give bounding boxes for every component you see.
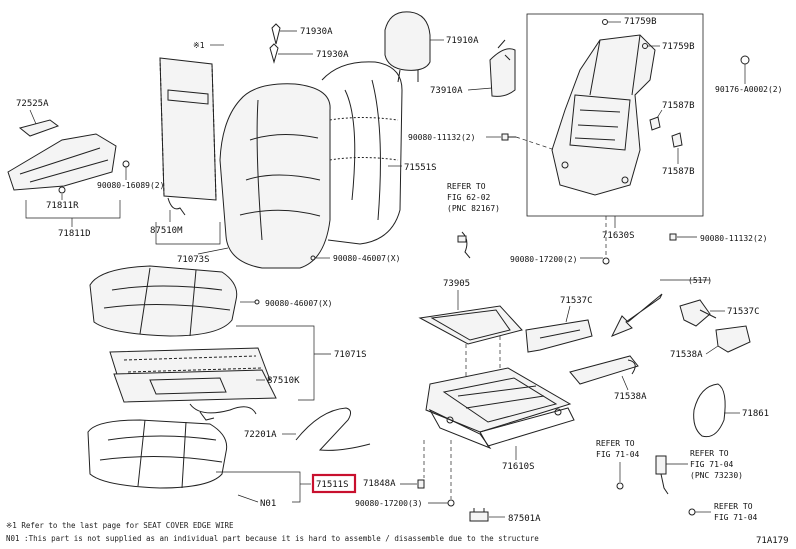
label-73905[interactable]: 73905: [443, 279, 470, 289]
leader-71811d-bracket: [25, 200, 121, 219]
detail-arrow-icon: [610, 293, 663, 337]
seat-cushion-cover-71071s-drawing[interactable]: [89, 265, 238, 337]
recliner-cover-71811-drawing[interactable]: [7, 133, 117, 194]
seat-side-cover-71538a-drawing[interactable]: [569, 355, 639, 385]
label-71861[interactable]: 71861: [742, 409, 769, 419]
seatback-cover-71073s-drawing[interactable]: [219, 83, 331, 269]
label-n01[interactable]: N01: [260, 499, 276, 509]
figure-code: 71A179: [756, 536, 789, 546]
seatback-frame-drawing[interactable]: [551, 34, 656, 196]
footnote-1: ※1 Refer to the last page for SEAT COVER…: [6, 521, 234, 530]
refer-62-02-line1[interactable]: REFER TO: [447, 182, 486, 191]
hog-ring-b-icon: [254, 299, 260, 305]
footnote-2: N01 :This part is not supplied as an ind…: [6, 534, 539, 543]
clip-71759b-drawing: [602, 19, 648, 49]
clip-71848a-drawing: [417, 479, 425, 489]
label-71811d[interactable]: 71811D: [58, 229, 91, 239]
refer-71-04-b-line3[interactable]: (PNC 73230): [690, 471, 743, 480]
refer-71-04-c-line1[interactable]: REFER TO: [714, 502, 753, 511]
seat-heater-harness-drawing: [189, 403, 257, 421]
label-71930a-2[interactable]: 71930A: [316, 50, 349, 60]
label-90080-11132-a[interactable]: 90080-11132(2): [408, 133, 475, 142]
refer-62-02-line3[interactable]: (PNC 82167): [447, 204, 500, 213]
label-87510m[interactable]: 87510M: [150, 226, 183, 236]
label-72201a[interactable]: 72201A: [244, 430, 277, 440]
label-90080-46007-b[interactable]: 90080-46007(X): [265, 299, 332, 308]
headrest-71910a-drawing[interactable]: [384, 11, 431, 83]
harness-82167-drawing: [457, 231, 471, 259]
bolt-refer-71-04-c-icon: [688, 508, 696, 516]
seatback-pad-71551s-drawing[interactable]: [321, 61, 403, 245]
label-87510k[interactable]: 87510K: [267, 376, 300, 386]
connector-87501a-drawing: [469, 508, 489, 522]
label-71610s[interactable]: 71610S: [502, 462, 535, 472]
seatback-heater-87510m-drawing[interactable]: [159, 57, 217, 216]
label-71073s[interactable]: 71073S: [177, 255, 210, 265]
cover-71861-drawing[interactable]: [693, 383, 726, 438]
nut-90176-icon: [740, 55, 750, 65]
headrest-support-73910a-drawing: [489, 39, 516, 97]
seat-track-71610s-drawing[interactable]: [425, 367, 575, 450]
label-71551s[interactable]: 71551S: [404, 163, 437, 173]
refer-71-04-b-line1[interactable]: REFER TO: [690, 449, 729, 458]
label-71759b-2[interactable]: 71759B: [662, 42, 695, 52]
label-71511s[interactable]: 71511S: [316, 480, 349, 490]
label-71811r[interactable]: 71811R: [46, 201, 79, 211]
refer-71-04-a-line1[interactable]: REFER TO: [596, 439, 635, 448]
label-90080-46007-a[interactable]: 90080-46007(X): [333, 254, 400, 263]
label-90080-17200-b[interactable]: 90080-17200(3): [355, 499, 422, 508]
detail-71538a-drawing: [715, 325, 751, 353]
seatbelt-buckle-73230-drawing: [655, 455, 669, 495]
refer-71-04-b-line2[interactable]: FIG 71-04: [690, 460, 734, 469]
bolt-90080-11132-lower-icon: [669, 233, 677, 241]
label-71910a[interactable]: 71910A: [446, 36, 479, 46]
label-71537c-2[interactable]: 71537C: [727, 307, 760, 317]
wire-72201a-drawing: [295, 407, 371, 451]
leader-71071s-bracket: [236, 325, 315, 401]
label-71071s[interactable]: 71071S: [334, 350, 367, 360]
leader-71511s-bracket: [216, 471, 301, 503]
clip-90080-16089-icon: [122, 160, 130, 168]
leader-71073s-bracket: [155, 222, 221, 245]
recliner-knob-72525a-drawing: [18, 119, 60, 137]
label-90080-16089[interactable]: 90080-16089(2): [97, 181, 164, 190]
bolt-refer-71-04-a-icon: [616, 482, 624, 490]
seat-heater-87510k-drawing[interactable]: [109, 347, 277, 403]
label-71587b-2[interactable]: 71587B: [662, 167, 695, 177]
bracket-71587b-drawing: [649, 116, 683, 148]
label-73910a[interactable]: 73910A: [430, 86, 463, 96]
refer-62-02-line2[interactable]: FIG 62-02: [447, 193, 491, 202]
bolt-90080-17200-a-icon: [602, 257, 610, 265]
bolt-90080-11132-upper-icon: [501, 133, 516, 141]
highlight-71511s: [311, 473, 357, 494]
label-90176[interactable]: 90176-A0002(2): [715, 85, 782, 94]
label-71538a-2[interactable]: 71538A: [670, 350, 703, 360]
clip-71930a-drawing: [269, 23, 281, 64]
label-72525a[interactable]: 72525A: [16, 99, 49, 109]
star-note-marker[interactable]: ※1: [193, 41, 205, 50]
label-71587b-1[interactable]: 71587B: [662, 101, 695, 111]
label-90080-17200-a[interactable]: 90080-17200(2): [510, 255, 577, 264]
bolt-90080-17200-b-icon: [447, 499, 455, 507]
label-71537c-1[interactable]: 71537C: [560, 296, 593, 306]
label-87501a[interactable]: 87501A: [508, 514, 541, 524]
label-71848a[interactable]: 71848A: [363, 479, 396, 489]
label-71930a-1[interactable]: 71930A: [300, 27, 333, 37]
seat-cushion-pad-71511s-drawing[interactable]: [87, 419, 228, 489]
label-517[interactable]: (517): [688, 276, 712, 285]
refer-71-04-a-line2[interactable]: FIG 71-04: [596, 450, 640, 459]
label-90080-11132-b[interactable]: 90080-11132(2): [700, 234, 767, 243]
label-71630s[interactable]: 71630S: [602, 231, 635, 241]
seat-side-shield-71537c-drawing[interactable]: [525, 319, 593, 353]
refer-71-04-c-line2[interactable]: FIG 71-04: [714, 513, 758, 522]
label-71538a-1[interactable]: 71538A: [614, 392, 647, 402]
hog-ring-icon: [310, 255, 316, 261]
cushion-pan-73905-drawing[interactable]: [418, 305, 523, 345]
detail-71537c-drawing: [679, 299, 717, 327]
label-71759b-1[interactable]: 71759B: [624, 17, 657, 27]
